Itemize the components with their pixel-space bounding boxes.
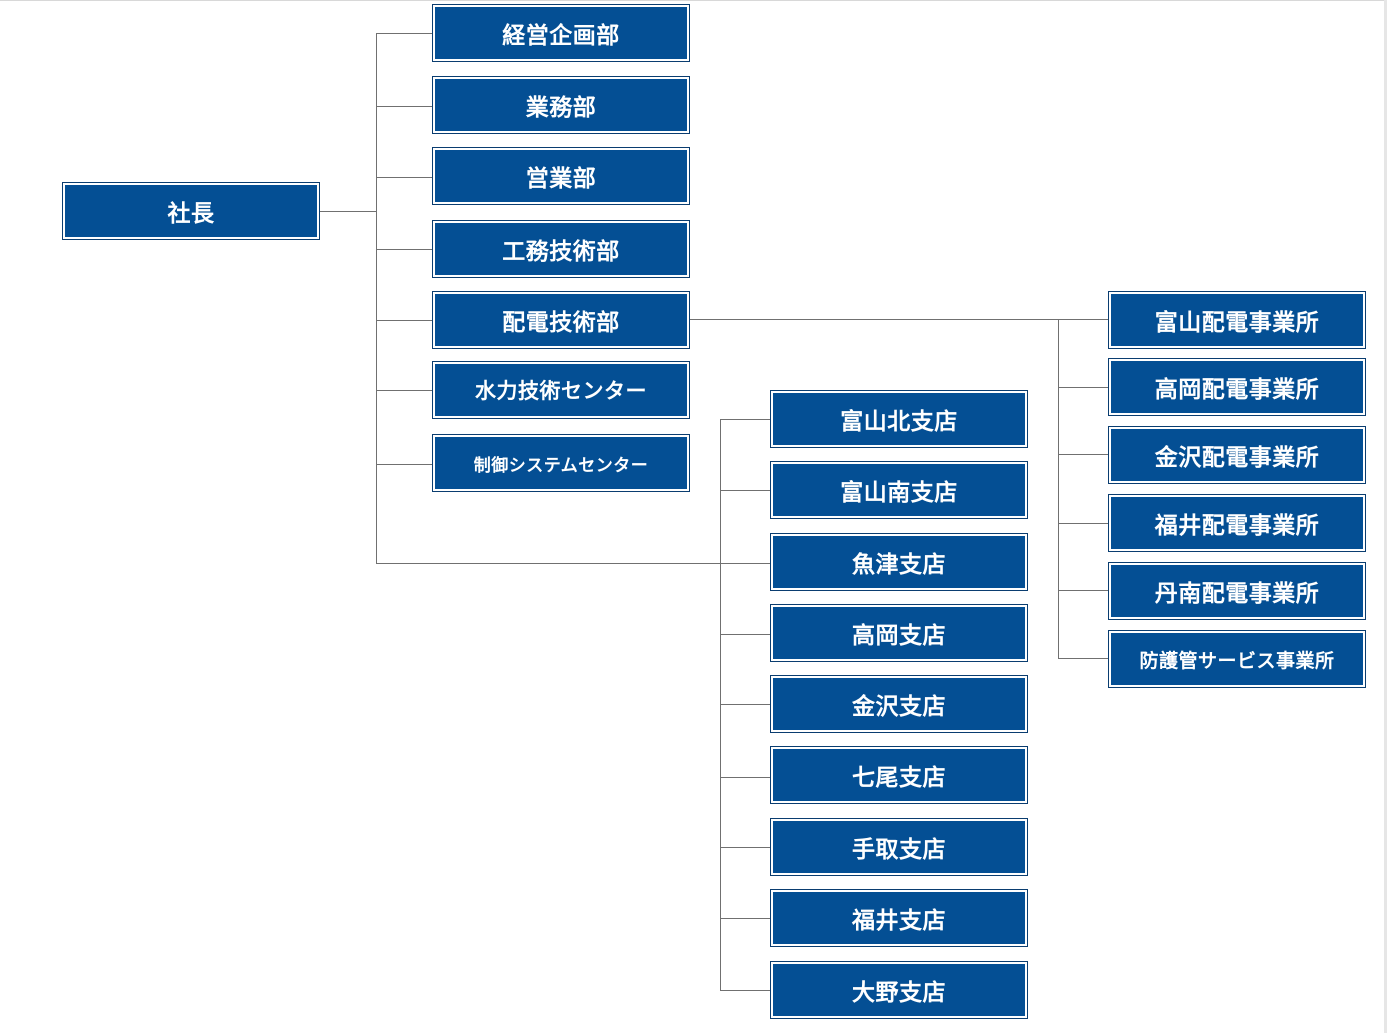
node-dept-haiden-gijutsu[interactable]: 配電技術部 — [432, 291, 690, 349]
node-label: 富山北支店 — [840, 409, 958, 435]
connector-dept-6 — [376, 390, 433, 391]
node-office-takaoka[interactable]: 高岡配電事業所 — [1108, 358, 1366, 416]
node-label: 金沢配電事業所 — [1154, 445, 1320, 471]
node-label: 魚津支店 — [852, 552, 946, 578]
connector-office-2 — [1058, 387, 1109, 388]
connector-dept-3 — [376, 177, 433, 178]
node-office-fukui[interactable]: 福井配電事業所 — [1108, 494, 1366, 552]
node-label: 高岡配電事業所 — [1154, 377, 1320, 403]
connector-branch-2 — [720, 490, 771, 491]
node-dept-komu-gijutsu[interactable]: 工務技術部 — [432, 220, 690, 278]
node-branch-fukui[interactable]: 福井支店 — [770, 889, 1028, 947]
connector-dept-1 — [376, 33, 433, 34]
node-dept-suiryoku-center[interactable]: 水力技術センター — [432, 361, 690, 419]
connector-dept-5 — [376, 320, 433, 321]
connector-dept-4 — [376, 249, 433, 250]
node-label: 営業部 — [525, 166, 597, 192]
node-dept-seigyo-center[interactable]: 制御システムセンター — [432, 434, 690, 492]
connector-dept-7 — [376, 464, 433, 465]
node-branch-takaoka[interactable]: 高岡支店 — [770, 604, 1028, 662]
node-branch-tedori[interactable]: 手取支店 — [770, 818, 1028, 876]
trunk-distribution — [1058, 319, 1059, 658]
node-label: 業務部 — [525, 95, 597, 121]
node-label: 大野支店 — [852, 980, 946, 1006]
node-label: 経営企画部 — [502, 23, 620, 49]
node-label: 防護管サービス事業所 — [1139, 649, 1335, 672]
connector-branch-1 — [720, 419, 771, 420]
node-branch-toyama-kita[interactable]: 富山北支店 — [770, 390, 1028, 448]
node-label: 水力技術センター — [475, 379, 647, 403]
node-office-kanazawa[interactable]: 金沢配電事業所 — [1108, 426, 1366, 484]
connector-branch-9 — [720, 990, 771, 991]
connector-dept-2 — [376, 106, 433, 107]
connector-branch-5 — [720, 704, 771, 705]
node-label: 福井支店 — [852, 908, 946, 934]
node-branch-nanao[interactable]: 七尾支店 — [770, 746, 1028, 804]
connector-president — [320, 211, 376, 212]
connector-office-5 — [1058, 590, 1109, 591]
node-office-tannan[interactable]: 丹南配電事業所 — [1108, 562, 1366, 620]
node-label: 丹南配電事業所 — [1154, 581, 1320, 607]
node-label: 富山南支店 — [840, 480, 958, 506]
node-office-bogokan-service[interactable]: 防護管サービス事業所 — [1108, 630, 1366, 688]
right-edge — [1384, 0, 1387, 1033]
node-president-label: 社長 — [167, 201, 215, 227]
trunk-departments — [376, 33, 377, 564]
connector-branch-7 — [720, 847, 771, 848]
node-label: 金沢支店 — [852, 694, 946, 720]
connector-office-3 — [1058, 454, 1109, 455]
node-label: 福井配電事業所 — [1154, 513, 1320, 539]
node-label: 富山配電事業所 — [1154, 310, 1320, 336]
node-branch-kanazawa[interactable]: 金沢支店 — [770, 675, 1028, 733]
node-dept-keiei-kikaku[interactable]: 経営企画部 — [432, 4, 690, 62]
connector-branch-6 — [720, 777, 771, 778]
connector-branch-3 — [720, 563, 771, 564]
node-label: 高岡支店 — [852, 623, 946, 649]
connector-branch-8 — [720, 918, 771, 919]
node-label: 七尾支店 — [852, 765, 946, 791]
node-office-toyama[interactable]: 富山配電事業所 — [1108, 291, 1366, 349]
connector-office-4 — [1058, 523, 1109, 524]
node-dept-eigyo[interactable]: 営業部 — [432, 147, 690, 205]
node-branch-toyama-minami[interactable]: 富山南支店 — [770, 461, 1028, 519]
node-branch-uozu[interactable]: 魚津支店 — [770, 533, 1028, 591]
node-label: 手取支店 — [852, 837, 946, 863]
node-label: 工務技術部 — [502, 239, 620, 265]
connector-office-6 — [1058, 658, 1109, 659]
node-president[interactable]: 社長 — [62, 182, 320, 240]
top-border — [0, 0, 1387, 1]
connector-dist-dept — [689, 319, 1109, 320]
connector-branch-4 — [720, 634, 771, 635]
connector-to-branches — [376, 563, 771, 564]
node-branch-ono[interactable]: 大野支店 — [770, 961, 1028, 1019]
node-label: 制御システムセンター — [473, 455, 649, 476]
node-dept-gyomu[interactable]: 業務部 — [432, 76, 690, 134]
node-label: 配電技術部 — [502, 310, 620, 336]
